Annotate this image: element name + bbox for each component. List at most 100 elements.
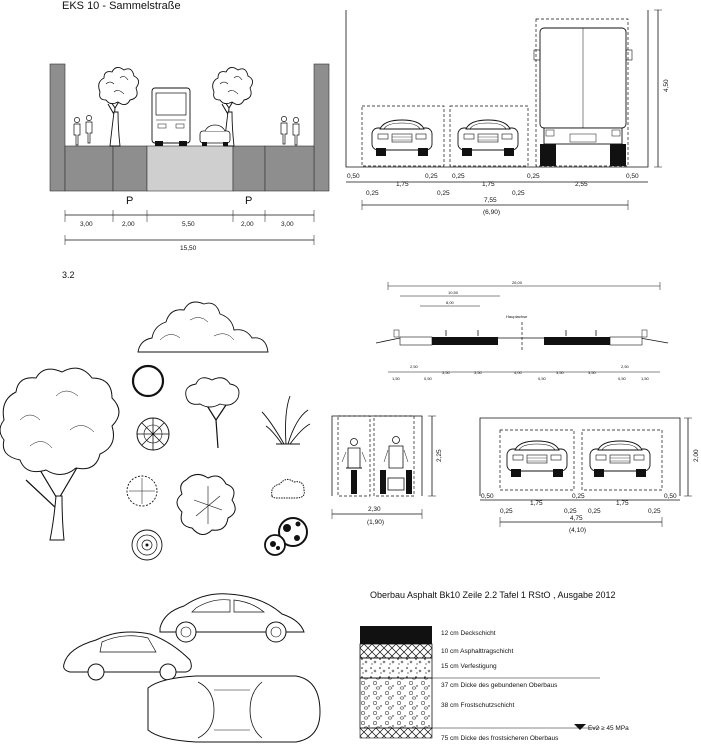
dim-label: 0,25 — [366, 190, 379, 197]
car-clearance: 2,00 0,50 1,75 0,25 1,75 0,50 0,25 0,25 … — [479, 417, 700, 534]
dim-car-total-alt: (4,10) — [569, 527, 586, 534]
dim-label: 0,50 — [424, 376, 433, 381]
layer-label: 75 cm Dicke des frostsicheren Oberbaus — [441, 735, 559, 742]
car-drawings — [63, 593, 321, 743]
pedestrian-icon — [85, 115, 93, 144]
dim-label: 0,25 — [648, 508, 661, 515]
section-number: 3.2 — [62, 270, 75, 280]
parking-right — [232, 145, 266, 192]
sidewalk-right — [264, 145, 315, 192]
road-profile: 26,00 10,50 8,00 Hauptachse 1,50 2,50 0,… — [375, 280, 669, 381]
dim-label: 1,75 — [530, 500, 543, 507]
dim-label: 0,25 — [437, 190, 450, 197]
dim-height: 4,50 — [663, 79, 670, 92]
layer-label: 38 cm Frostschutzschicht — [441, 702, 515, 709]
pavement-structure: Oberbau Asphalt Bk10 Zeile 2.2 Tafel 1 R… — [359, 590, 629, 742]
dim-label: 4,00 — [514, 370, 523, 375]
dim-total: 7,55 — [484, 197, 497, 204]
dim-label: 0,50 — [347, 173, 360, 180]
dim-sidewalk-left: 3,00 — [80, 221, 93, 228]
dim-label: 0,25 — [452, 173, 465, 180]
car-front-icon — [371, 119, 433, 157]
dim-label: 0,25 — [425, 173, 438, 180]
small-tree-icon — [185, 377, 240, 449]
dim-label: 1,75 — [396, 181, 409, 188]
tree-plan-dark-icon — [264, 517, 308, 556]
dim-profile-half: 10,50 — [448, 290, 459, 295]
car-front-icon — [457, 119, 519, 157]
dim-label: 1,50 — [392, 376, 401, 381]
hedge-icon — [137, 301, 269, 353]
dim-label: 0,25 — [588, 508, 601, 515]
dim-label: 0,50 — [481, 493, 494, 500]
dim-bike-height: 2,25 — [436, 449, 443, 462]
dim-car-total: 4,75 — [570, 515, 583, 522]
triangle-marker-icon — [574, 724, 586, 730]
dim-profile-total: 26,00 — [512, 280, 523, 285]
dim-label: 0,25 — [500, 508, 513, 515]
parking-label-right: P — [245, 195, 252, 207]
dim-total: 15,50 — [180, 245, 197, 252]
dim-label: 3,50 — [474, 370, 483, 375]
pedestrian-icon — [292, 117, 300, 146]
dim-profile-lanes: 8,00 — [446, 300, 455, 305]
dim-carriageway: 5,50 — [182, 221, 195, 228]
layer-base — [359, 643, 433, 659]
axis-label: Hauptachse — [506, 314, 528, 319]
layer-frost — [359, 677, 433, 729]
dim-label: 0,25 — [512, 190, 525, 197]
pedestrian-icon — [73, 117, 81, 146]
lane-left — [432, 337, 498, 345]
dim-label: 1,50 — [641, 376, 650, 381]
building-left — [49, 63, 66, 192]
dim-label: 1,75 — [616, 500, 629, 507]
pavement-title: Oberbau Asphalt Bk10 Zeile 2.2 Tafel 1 R… — [370, 590, 616, 600]
dim-label: 2,55 — [575, 181, 588, 188]
dim-label: 0,50 — [664, 493, 677, 500]
tree-symbol-library — [0, 301, 311, 561]
car-front-icon — [589, 440, 651, 478]
tree-plan-spiral-icon — [131, 529, 163, 561]
dim-label: 0,25 — [527, 173, 540, 180]
dim-car-height: 2,00 — [693, 449, 700, 462]
dim-sidewalk-right: 3,00 — [281, 221, 294, 228]
dim-label: 0,25 — [572, 493, 585, 500]
dim-label: 3,50 — [556, 370, 565, 375]
layer-subgrade — [359, 727, 433, 739]
bus-front — [151, 87, 191, 146]
dim-label: 0,50 — [618, 376, 627, 381]
lane-right — [544, 337, 610, 345]
tree-plan-shrub-icon — [126, 475, 158, 507]
dim-label: 0,50 — [626, 173, 639, 180]
car-small — [199, 124, 231, 146]
dim-parking-left: 2,00 — [122, 221, 135, 228]
low-shrub-icon — [271, 478, 305, 499]
cyclist-icon — [380, 436, 412, 494]
dim-total-alt: (6,90) — [483, 209, 500, 216]
car-top-view-icon — [147, 675, 321, 743]
large-tree-icon — [0, 367, 120, 541]
dim-label: 0,50 — [538, 376, 547, 381]
cross-section-title: EKS 10 - Sammelstraße — [62, 0, 181, 12]
classic-car-icon — [63, 631, 192, 681]
tree-plan-circle-icon — [131, 364, 165, 398]
cyclist-icon — [341, 438, 367, 494]
layer-stabilization — [359, 657, 433, 679]
parking-left — [112, 145, 148, 192]
bike-clearance: 2,25 2,30 (1,90) — [331, 415, 443, 526]
dim-bike-total: 2,30 — [368, 506, 381, 513]
ev2-label: Ev2 ≥ 45 MPa — [588, 725, 629, 732]
pedestrian-icon — [280, 116, 288, 145]
sidewalk-left — [64, 145, 114, 192]
layer-label: 37 cm Dicke des gebundenen Oberbaus — [441, 682, 558, 689]
dim-bike-total-alt: (1,90) — [367, 519, 384, 526]
carriageway — [146, 145, 234, 192]
layer-label: 15 cm Verfestigung — [441, 663, 497, 670]
layer-surface — [360, 626, 432, 644]
parking-label-left: P — [126, 195, 133, 207]
beetle-car-icon — [159, 593, 305, 643]
grass-icon — [261, 395, 311, 445]
dim-label: 1,75 — [482, 181, 495, 188]
truck-rear — [533, 27, 633, 166]
